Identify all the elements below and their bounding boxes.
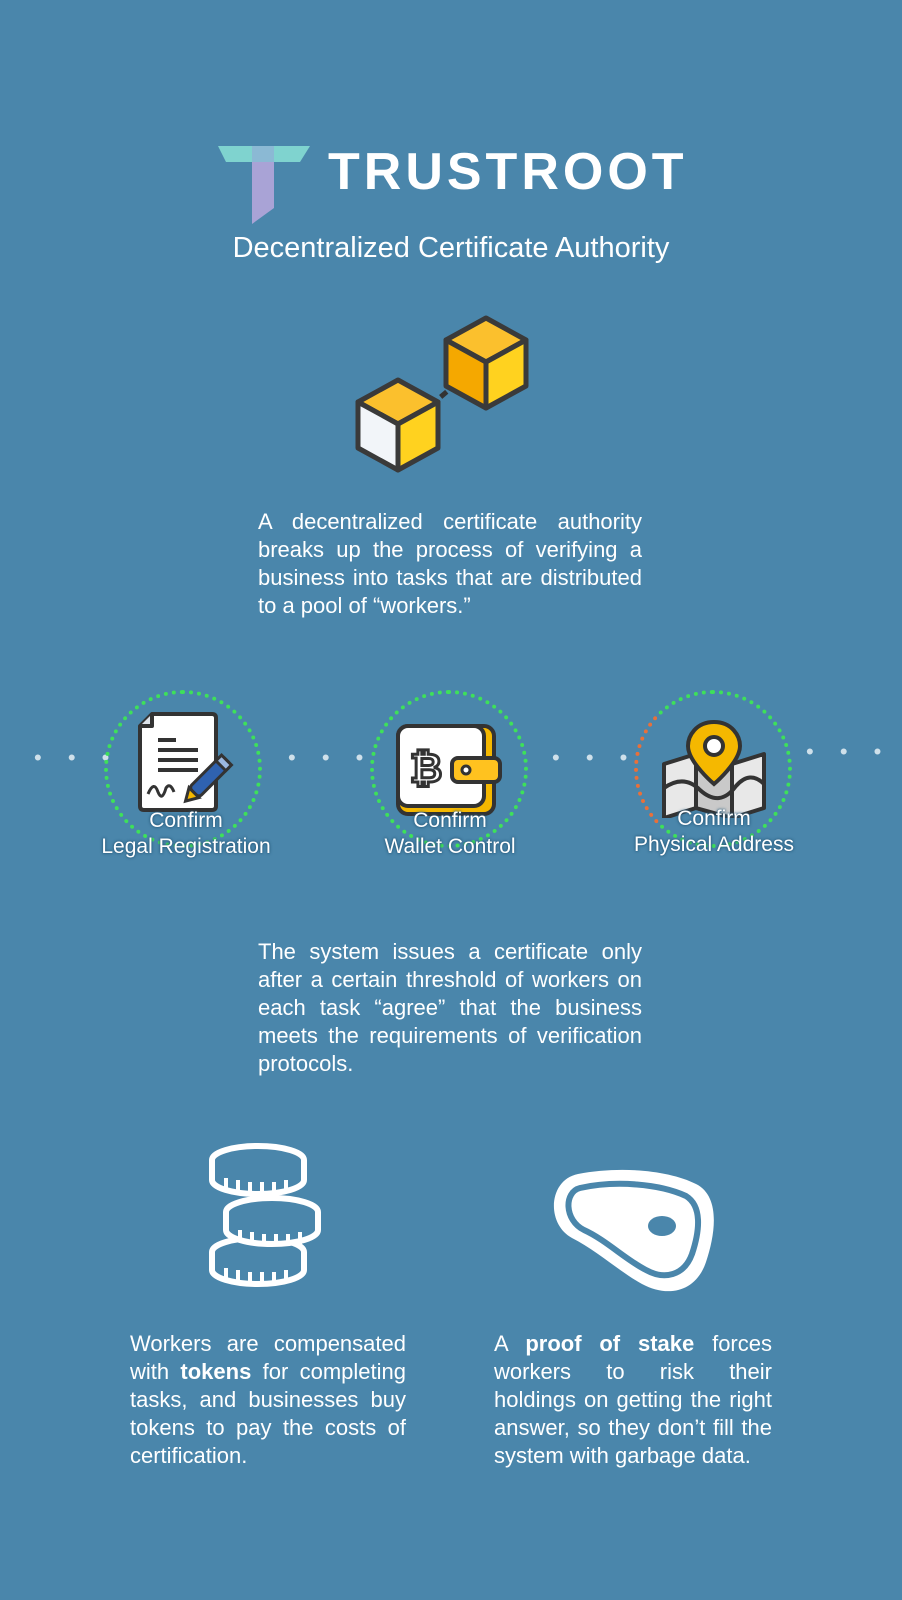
svg-text:₿: ₿ [410, 746, 443, 792]
bitcoin-wallet-icon: ₿ [396, 724, 502, 816]
threshold-paragraph: The system issues a certificate only aft… [258, 939, 642, 1076]
step-ring-legal [104, 690, 262, 848]
tokens-paragraph: Workers are compensated with tokens for … [130, 1330, 406, 1470]
connector-dots-2: • • • [552, 745, 638, 770]
stake-text-after: forces workers to risk their holdings on… [494, 1331, 772, 1468]
step-label-legal-line2: Legal Registration [101, 835, 271, 858]
steak-icon [553, 1169, 714, 1292]
connector-dots-left: • • • [34, 745, 120, 770]
stake-text-before: A [494, 1331, 526, 1356]
step-label-wallet-line1: Confirm [413, 809, 487, 832]
coins-stack-icon [209, 1143, 321, 1287]
document-signature-icon [138, 712, 234, 812]
tagline: Decentralized Certificate Authority [232, 232, 670, 264]
tokens-text-after: for completing tasks, and businesses buy… [130, 1359, 406, 1468]
trustroot-logo-icon [218, 146, 310, 224]
step-label-legal-line1: Confirm [149, 809, 223, 832]
step-label-legal: Confirm Legal Registration [76, 808, 296, 860]
blockchain-blocks-icon [355, 315, 529, 473]
tokens-text-before: Workers are compensated with [130, 1331, 406, 1384]
stake-text-bold: proof of stake [525, 1331, 695, 1356]
brand-name: TRUSTROOT [328, 143, 688, 201]
connector-dots-right: • • • [806, 739, 892, 764]
map-pin-icon [662, 719, 766, 818]
step-label-wallet-line2: Wallet Control [384, 835, 516, 858]
stake-paragraph: A proof of stake forces workers to risk … [494, 1330, 772, 1470]
step-ring-wallet [370, 690, 528, 848]
connector-dots-1: • • • [288, 745, 374, 770]
tokens-text-bold: tokens [180, 1359, 252, 1384]
step-label-address-line2: Physical Address [634, 833, 794, 856]
step-label-address-line1: Confirm [677, 807, 751, 830]
step-ring-address [634, 690, 792, 848]
intro-paragraph: A decentralized certificate authority br… [258, 509, 642, 618]
step-label-wallet: Confirm Wallet Control [340, 808, 560, 860]
step-label-address: Confirm Physical Address [604, 806, 824, 858]
